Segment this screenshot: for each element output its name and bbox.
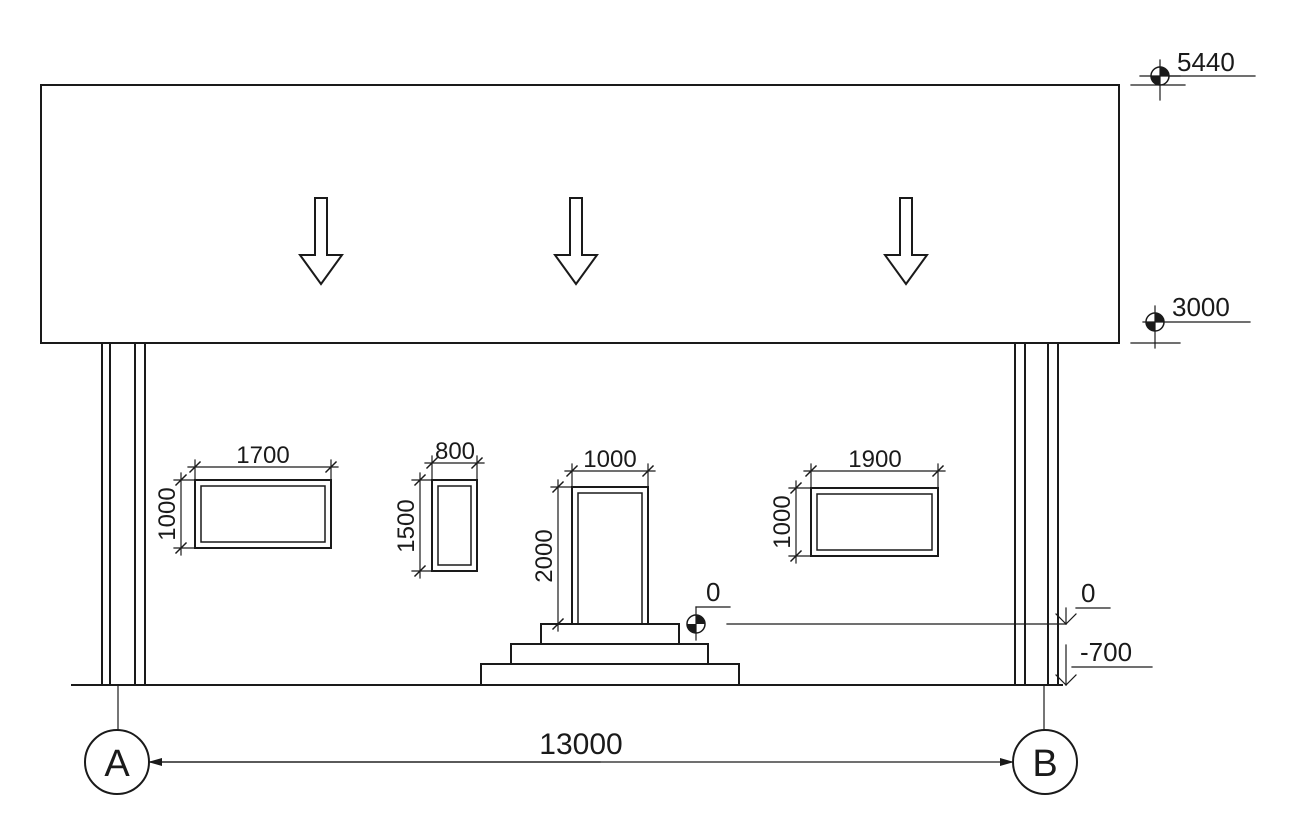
window-1 xyxy=(194,479,332,549)
window-1-width-dimension xyxy=(187,459,339,480)
door-width-label: 1000 xyxy=(583,446,636,473)
elevation-floor-right-label: 0 xyxy=(1081,578,1095,608)
window-3-width-dimension xyxy=(803,463,946,488)
entrance-steps xyxy=(480,623,740,686)
span-dimension-label: 13000 xyxy=(539,728,622,761)
window-3 xyxy=(810,487,939,557)
axis-a-label: A xyxy=(104,743,130,785)
window-1-height-dimension xyxy=(173,472,195,556)
window-2 xyxy=(431,479,478,572)
elevation-roof-bottom-label: 3000 xyxy=(1172,292,1230,322)
elevation-marker-floor-right xyxy=(1055,607,1111,625)
elevation-marker-floor xyxy=(686,606,1067,641)
window-3-height-dimension xyxy=(788,480,811,564)
roof-block xyxy=(40,84,1120,344)
elevation-floor-label: 0 xyxy=(706,577,720,607)
door-width-dimension xyxy=(564,463,656,487)
window-2-height-label: 1500 xyxy=(393,499,420,552)
door-height-label: 2000 xyxy=(531,529,558,582)
window-1-height-label: 1000 xyxy=(154,487,181,540)
axis-b-label: B xyxy=(1032,743,1057,785)
entrance-door xyxy=(571,486,649,625)
window-3-height-label: 1000 xyxy=(769,495,796,548)
elevation-ground-label: -700 xyxy=(1080,637,1132,667)
elevation-marker-roof-bottom xyxy=(1130,305,1251,349)
window-3-width-label: 1900 xyxy=(848,446,901,473)
slope-arrow-2 xyxy=(553,197,599,286)
window-1-width-label: 1700 xyxy=(236,442,289,469)
window-2-height-dimension xyxy=(411,472,432,579)
slope-arrow-1 xyxy=(298,197,344,286)
elevation-marker-roof-top xyxy=(1130,59,1256,101)
window-2-width-dimension xyxy=(424,455,485,480)
elevation-roof-top-label: 5440 xyxy=(1177,47,1235,77)
window-2-width-label: 800 xyxy=(435,438,475,465)
left-column xyxy=(101,342,146,685)
elevation-marker-ground xyxy=(1055,644,1153,686)
right-column xyxy=(1014,342,1059,685)
slope-arrow-3 xyxy=(883,197,929,286)
